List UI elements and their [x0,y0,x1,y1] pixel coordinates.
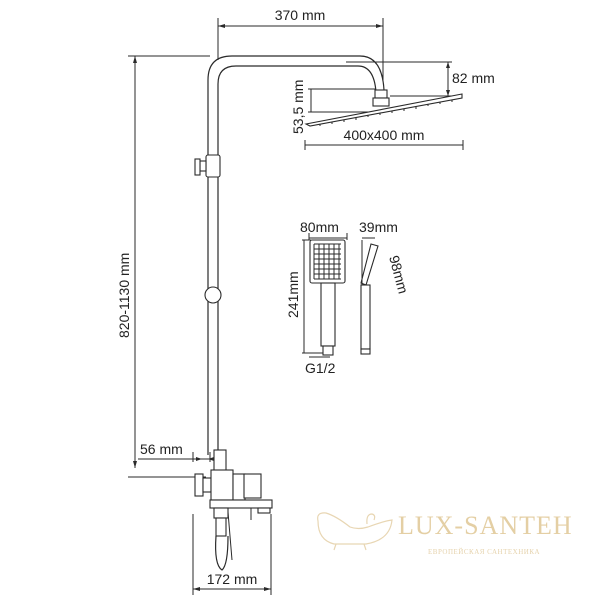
arm-length-label: 370 mm [275,7,326,23]
thread-label: G1/2 [305,360,336,376]
hand-depth-label: 39mm [359,219,398,235]
logo-tagline: ЕВРОПЕЙСКАЯ САНТЕХНИКА [428,548,540,556]
brand-logo: LUX-SANTEH ЕВРОПЕЙСКАЯ САНТЕХНИКА [317,511,573,556]
head-size-label: 400x400 mm [344,127,425,143]
height-range-label: 820-1130 mm [116,253,132,338]
head-height-label: 53,5 mm [290,80,306,134]
dimension-height: 820-1130 mm [116,56,206,478]
mixer-width-label: 172 mm [207,571,258,587]
nozzle-grid [313,243,341,280]
dimension-arm-length: 370 mm [217,7,384,80]
dimension-mixer-offset: 56 mm [138,441,220,462]
bathtub-icon [317,512,393,551]
hand-shower-side: 39mm 98mm [359,219,412,355]
mixer-offset-label: 56 mm [140,441,183,457]
rain-shower-head [304,89,463,127]
hand-head-length-label: 98mm [386,254,412,296]
hand-length-label: 241mm [285,271,301,318]
head-offset-label: 82 mm [452,70,495,86]
riser-pipe [128,55,385,455]
hand-shower-slider [204,286,222,304]
hand-shower-front: 80mm 241mm G1/2 [285,219,348,376]
diverter-valve [194,154,221,178]
dimension-head-offset: 82 mm [346,61,495,97]
dimension-head-size: 400x400 mm [304,127,464,150]
bath-mixer [194,449,273,571]
logo-name: LUX-SANTEH [398,511,573,540]
dimension-mixer-width: 172 mm [192,514,272,595]
dimension-head-height: 53,5 mm [290,80,376,134]
hand-width-label: 80mm [300,219,339,235]
